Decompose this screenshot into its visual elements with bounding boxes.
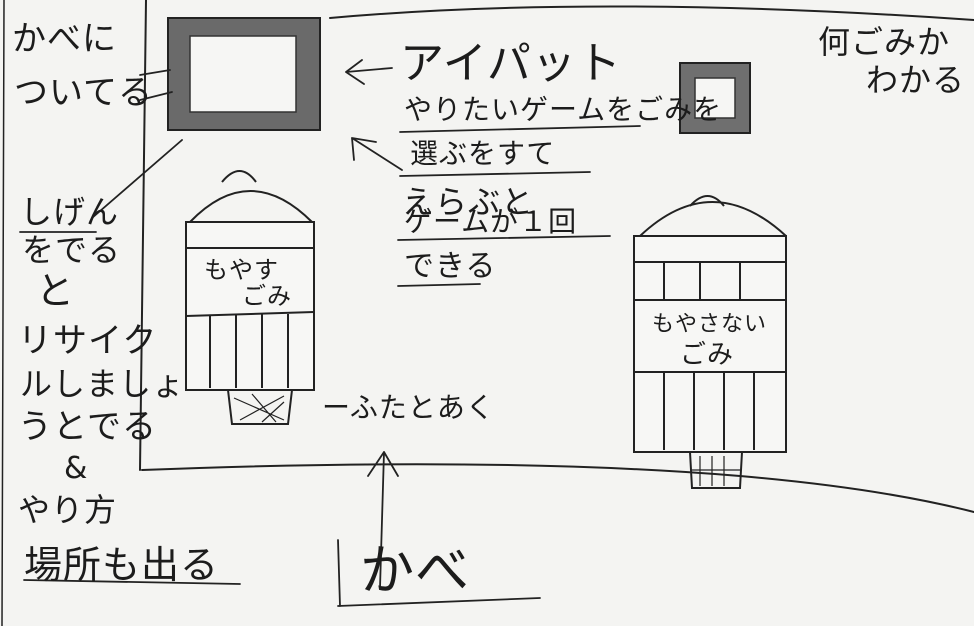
annotation-ipad-action-2: 選ぶをすて	[410, 137, 556, 170]
annotation-ipad-action-4: ゲームが１回	[404, 205, 578, 238]
annotation-what-trash-1: 何ごみか	[818, 23, 951, 61]
arrow-wall	[367, 451, 399, 589]
annotation-ipad: アイパット	[400, 38, 622, 89]
left-note-1: しげん	[20, 193, 120, 231]
annotation-wall: かべ	[360, 539, 470, 602]
ipad-left-icon	[167, 17, 321, 131]
left-note-7: &	[64, 451, 89, 486]
wall-left-line	[139, 0, 147, 471]
left-note-9: 場所も出る	[24, 543, 220, 587]
floor-line	[141, 463, 974, 513]
trash-can-burnable-icon	[185, 170, 315, 425]
left-note-3: と	[36, 269, 76, 313]
pointer-line-shigen	[91, 139, 183, 219]
annotation-what-trash-2: わかる	[866, 61, 966, 99]
annotation-wall-mounted-1: かべに	[12, 19, 117, 59]
left-note-8: やり方	[18, 491, 118, 529]
left-note-5: ルしましょ	[20, 365, 186, 403]
trash-label-nonburnable-2: ごみ	[680, 340, 735, 370]
wall-top-line	[329, 5, 974, 21]
trash-can-nonburnable-icon	[633, 195, 787, 489]
trash-label-nonburnable-1: もやさない	[652, 312, 768, 337]
page-left-edge	[1, 0, 5, 626]
trash-label-burnable-2: ごみ	[242, 282, 292, 310]
trash-label-burnable-1: もやす	[204, 256, 279, 284]
annotation-ipad-action-1: やりたいゲームをごみを	[404, 93, 723, 126]
annotation-ipad-action-3: えらぶと	[402, 183, 535, 221]
left-note-2: をでる	[22, 231, 122, 269]
annotation-lid-opens: ーふたとあく	[322, 391, 495, 424]
arrow-ipad-2	[351, 137, 403, 171]
left-note-4: リサイク	[18, 321, 158, 361]
annotation-ipad-action-5: できる	[404, 249, 497, 284]
annotation-wall-mounted-2: ついてる	[14, 73, 153, 113]
ipad-right-icon	[679, 62, 751, 134]
arrow-ipad-1	[345, 59, 393, 85]
left-note-6: うとでる	[18, 407, 157, 447]
